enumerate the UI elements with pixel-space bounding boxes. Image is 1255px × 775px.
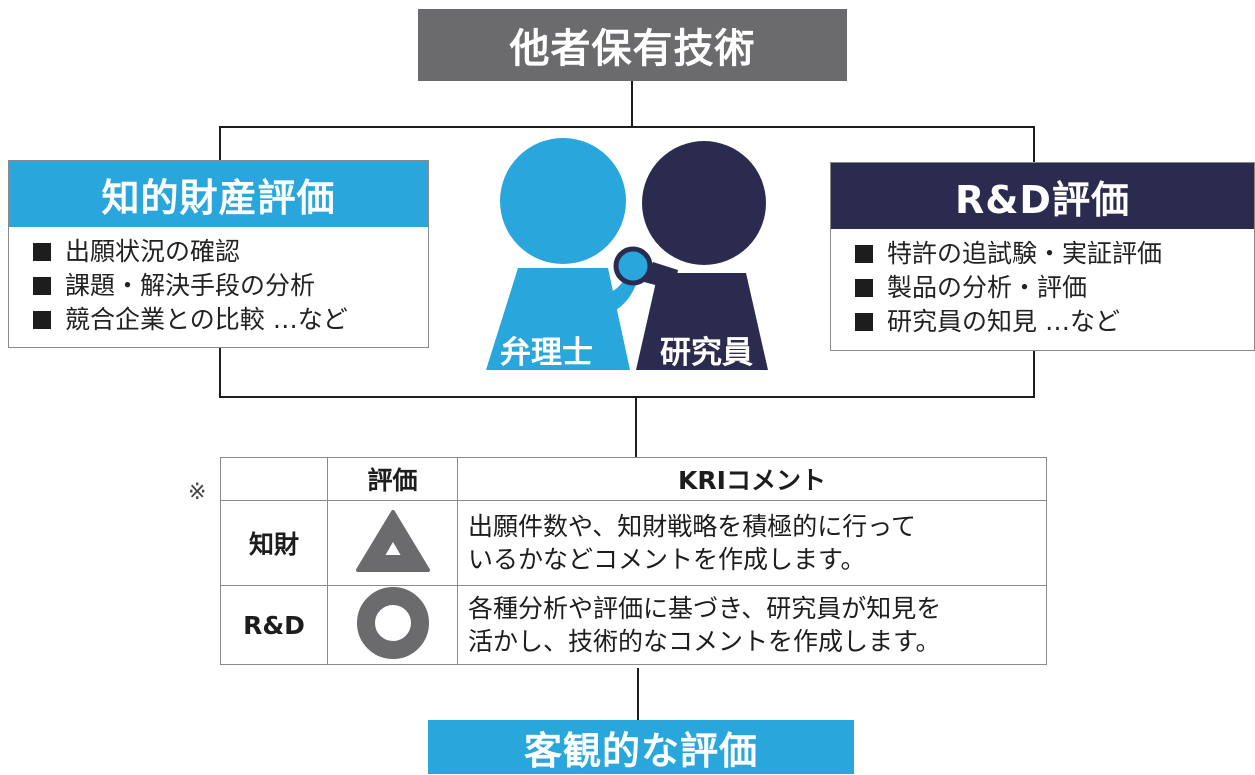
square-bullet-icon [855,313,873,331]
rating-cell [327,500,458,586]
list-item: 出願状況の確認 [33,235,428,269]
attorney-head-icon [500,138,626,264]
header-kri-comment: KRIコメント [457,457,1047,501]
list-item: 研究員の知見 …など [855,305,1254,339]
table-row: R&D 各種分析や評価に基づき、研究員が知見を 活かし、技術的なコメントを作成し… [220,585,1047,665]
list-item: 製品の分析・評価 [855,271,1254,305]
header-empty [220,457,328,501]
table-header-row: 評価 KRIコメント [220,457,1047,501]
list-item: 特許の追試験・実証評価 [855,237,1254,271]
connector-middle [635,397,637,457]
rating-cell [327,585,458,665]
square-bullet-icon [33,311,51,329]
rd-evaluation-title: R&D評価 [831,163,1254,229]
attorney-label: 弁理士 [500,335,593,371]
researcher-label: 研究員 [660,335,753,371]
comment-cell: 出願件数や、知財戦略を積極的に行って いるかなどコメントを作成します。 [457,500,1047,586]
connector-top [631,81,633,127]
row-label-ip: 知財 [220,500,328,586]
handshake-icon [613,246,653,286]
rd-evaluation-panel: R&D評価 特許の追試験・実証評価 製品の分析・評価 研究員の知見 …など [830,162,1255,351]
kri-table: 評価 KRIコメント 知財 出願件数や、知財戦略を積極的に行って いるかなどコメ… [220,457,1047,665]
list-item: 課題・解決手段の分析 [33,269,428,303]
square-bullet-icon [855,245,873,263]
researcher-body-icon [636,273,768,370]
square-bullet-icon [855,279,873,297]
triangle-icon [355,510,430,572]
top-box-other-technology: 他者保有技術 [418,9,847,81]
ip-evaluation-panel: 知的財産評価 出願状況の確認 課題・解決手段の分析 競合企業との比較 …など [8,160,429,348]
list-item: 競合企業との比較 …など [33,303,428,337]
comment-cell: 各種分析や評価に基づき、研究員が知見を 活かし、技術的なコメントを作成します。 [457,585,1047,665]
circle-icon [356,587,429,659]
note-mark: ※ [188,480,207,505]
ip-evaluation-title: 知的財産評価 [9,161,428,227]
rd-evaluation-list: 特許の追試験・実証評価 製品の分析・評価 研究員の知見 …など [831,229,1254,339]
bottom-box-objective-evaluation: 客観的な評価 [428,720,854,774]
row-label-rd: R&D [220,585,328,665]
square-bullet-icon [33,243,51,261]
ip-evaluation-list: 出願状況の確認 課題・解決手段の分析 競合企業との比較 …など [9,227,428,337]
connector-bottom [637,668,639,720]
table-row: 知財 出願件数や、知財戦略を積極的に行って いるかなどコメントを作成します。 [220,500,1047,586]
researcher-head-icon [642,141,766,265]
collaboration-figures-icon [486,138,768,370]
researcher-arm-icon [644,262,678,290]
attorney-body-icon [486,268,630,370]
header-evaluation: 評価 [327,457,458,501]
square-bullet-icon [33,277,51,295]
